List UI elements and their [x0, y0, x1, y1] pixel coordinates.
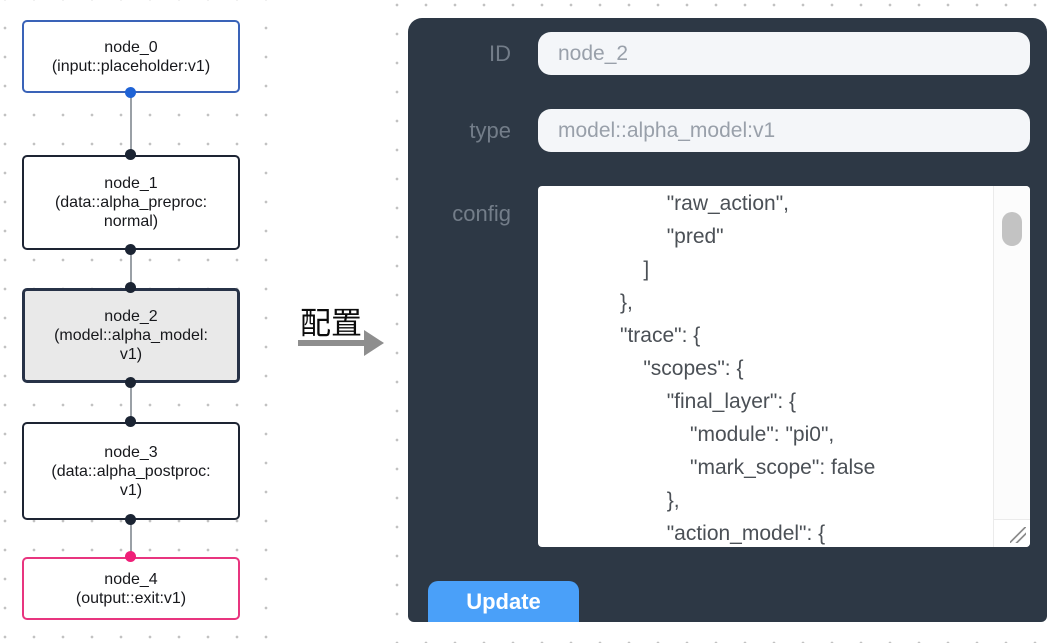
arrow-right-icon	[364, 330, 384, 356]
output-port-node_3[interactable]	[125, 514, 136, 525]
update-button[interactable]: Update	[428, 581, 579, 622]
flow-node-node_3[interactable]: node_3 (data::alpha_postproc:v1)	[22, 422, 240, 520]
node-subtitle: (data::alpha_preproc:normal)	[54, 194, 208, 230]
input-port-node_1[interactable]	[125, 149, 136, 160]
edge-node3-node4	[130, 520, 132, 557]
input-port-node_2[interactable]	[125, 282, 136, 293]
config-resize-corner[interactable]	[993, 519, 1030, 547]
type-input[interactable]: model::alpha_model:v1	[538, 109, 1030, 152]
input-port-node_3[interactable]	[125, 416, 136, 427]
config-json-text: "raw_action", "pred" ] }, "trace": { "sc…	[620, 192, 876, 545]
id-input[interactable]: node_2	[538, 32, 1030, 75]
resize-handle-icon	[1010, 527, 1026, 543]
node-title: node_4	[104, 570, 158, 588]
flow-node-node_1[interactable]: node_1 (data::alpha_preproc:normal)	[22, 155, 240, 250]
node-subtitle: (output::exit:v1)	[75, 589, 187, 607]
output-port-node_2[interactable]	[125, 377, 136, 388]
node-subtitle: (data::alpha_postproc:v1)	[51, 462, 211, 499]
output-port-node_0[interactable]	[125, 87, 136, 98]
config-field-label: config	[452, 201, 511, 226]
node-subtitle: (input::placeholder:v1)	[51, 57, 211, 75]
id-field-label: ID	[489, 41, 511, 66]
node-config-panel: ID node_2 type model::alpha_model:v1 con…	[408, 18, 1047, 622]
node-title: node_0	[104, 38, 158, 56]
node-subtitle: (model::alpha_model:v1)	[54, 327, 208, 363]
config-scrollbar-track[interactable]	[993, 186, 1030, 519]
flow-node-node_2-selected[interactable]: node_2 (model::alpha_model:v1)	[22, 288, 240, 383]
node-title: node_3	[104, 443, 158, 461]
config-scrollbar-thumb[interactable]	[1002, 212, 1022, 246]
configure-annotation-label: 配置	[300, 306, 362, 341]
flow-node-node_0[interactable]: node_0 (input::placeholder:v1)	[22, 20, 240, 93]
output-port-node_1[interactable]	[125, 244, 136, 255]
type-input-value: model::alpha_model:v1	[558, 119, 776, 142]
arrow-shaft	[298, 340, 366, 346]
edge-node0-node1	[130, 93, 132, 155]
node-title: node_1	[104, 175, 158, 192]
input-port-node_4[interactable]	[125, 551, 136, 562]
edge-node1-node2	[130, 250, 132, 288]
edge-node2-node3	[130, 383, 132, 422]
type-field-label: type	[469, 118, 511, 143]
flow-node-node_4[interactable]: node_4 (output::exit:v1)	[22, 557, 240, 620]
id-input-value: node_2	[558, 42, 629, 65]
config-textarea[interactable]: "raw_action", "pred" ] }, "trace": { "sc…	[538, 186, 1030, 547]
node-title: node_2	[104, 308, 158, 325]
